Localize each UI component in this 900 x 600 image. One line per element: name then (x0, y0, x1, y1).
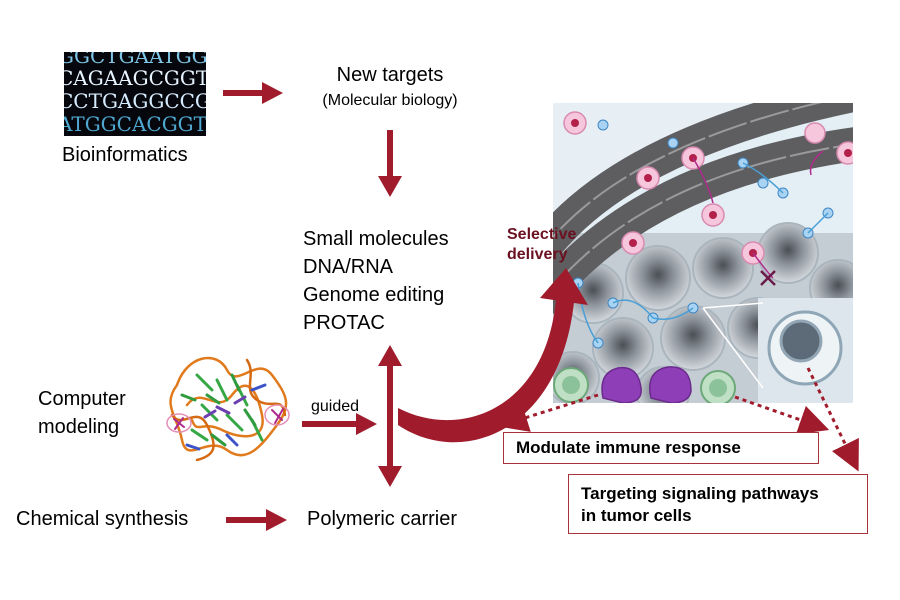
payload-list: Small molecules DNA/RNA Genome editing P… (303, 225, 449, 337)
arrow-targets-to-payloads (378, 130, 402, 197)
selective-delivery-line: delivery (507, 246, 568, 263)
new-targets-label: New targets (336, 64, 444, 86)
box-text: Targeting signaling pathways (581, 484, 819, 503)
box-text: Modulate immune response (516, 438, 741, 457)
molecular-biology-label: (Molecular biology) (322, 92, 458, 109)
dna-line: CAGAAGCGGTG (64, 66, 206, 90)
protein-structure-image (166, 356, 290, 462)
selective-delivery-label: Selective delivery (507, 225, 576, 265)
selective-delivery-line: Selective (507, 226, 577, 243)
bioinformatics-label: Bioinformatics (62, 144, 188, 166)
payload-item: PROTAC (303, 312, 385, 334)
arrow-computer-modeling (302, 413, 377, 435)
box-text: in tumor cells (581, 506, 692, 525)
dna-line: ATGGCACGGTAC (64, 112, 206, 136)
payload-item: DNA/RNA (303, 256, 394, 278)
computer-modeling-label-2: modeling (38, 416, 120, 438)
arrow-bidirectional-vertical (378, 345, 402, 487)
arrow-bioinformatics-to-targets (223, 82, 283, 104)
chemical-synthesis-label: Chemical synthesis (16, 508, 189, 530)
payload-item: Genome editing (303, 284, 445, 306)
modulate-immune-response-box: Modulate immune response (503, 432, 819, 464)
guided-label: guided (311, 398, 360, 415)
payload-item: Small molecules (303, 228, 449, 250)
tumor-microenvironment-illustration (553, 103, 853, 403)
dna-line: GGCTGAATGGCC (64, 52, 206, 68)
arrow-chemical-synthesis (226, 509, 287, 531)
targeting-signaling-box: Targeting signaling pathways in tumor ce… (568, 474, 868, 534)
polymeric-carrier-label: Polymeric carrier (307, 508, 458, 530)
computer-modeling-label-1: Computer (38, 388, 126, 410)
